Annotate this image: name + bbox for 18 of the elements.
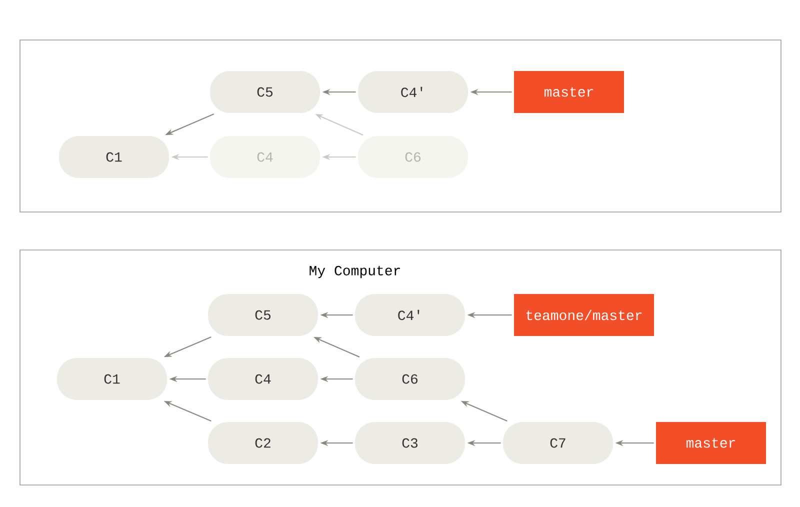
branch-label: teamone/master [514, 294, 654, 336]
commit-pill: C5 [210, 71, 320, 113]
commit-pill: C4 [208, 358, 318, 400]
commit-pill: C3 [355, 422, 465, 464]
commit-pill: C4 [210, 136, 320, 178]
commit-pill: C4' [355, 294, 465, 336]
branch-label: master [514, 71, 624, 113]
commit-pill: C2 [208, 422, 318, 464]
commit-pill: C1 [57, 358, 167, 400]
commit-pill: C4' [358, 71, 468, 113]
commit-pill: C7 [503, 422, 613, 464]
commit-pill: C6 [358, 136, 468, 178]
commit-pill: C6 [355, 358, 465, 400]
commit-pill: C5 [208, 294, 318, 336]
commit-pill: C1 [59, 136, 169, 178]
frame-heading: My Computer [310, 266, 400, 278]
frame-box [20, 40, 782, 212]
branch-label: master [656, 422, 766, 464]
